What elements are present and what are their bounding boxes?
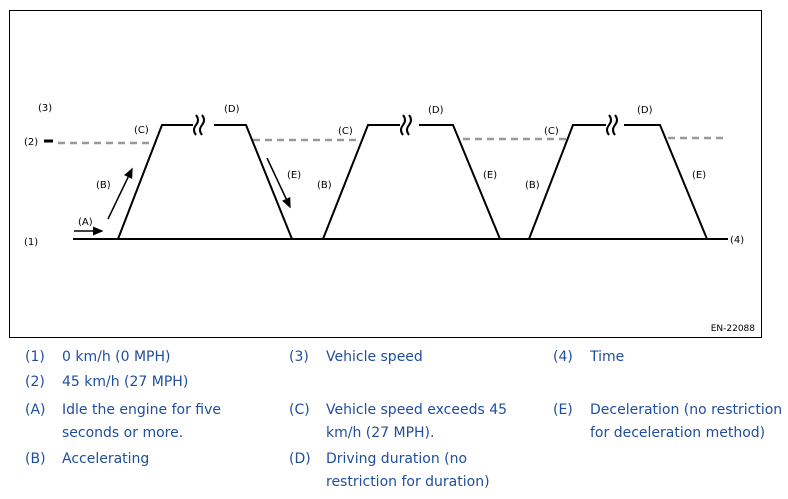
marker-speed-45: (2) xyxy=(24,137,38,148)
legend-key: (2) xyxy=(25,374,45,390)
accel-arrow xyxy=(107,167,133,220)
legend-text: Vehicle speed exceeds 45 km/h (27 MPH). xyxy=(326,402,508,441)
legend-key: (C) xyxy=(289,402,310,418)
legend-key: (A) xyxy=(25,402,46,418)
marker-c-3: (C) xyxy=(544,126,559,137)
marker-e-2: (E) xyxy=(483,170,497,181)
marker-b-2: (B) xyxy=(317,180,332,191)
legend-key: (3) xyxy=(289,349,309,365)
legend-key: (1) xyxy=(25,349,45,365)
marker-b-1: (B) xyxy=(96,180,111,191)
legend-text: Vehicle speed xyxy=(326,349,423,365)
legend-text: Idle the engine for five seconds or more… xyxy=(62,402,222,441)
legend-text: Deceleration (no restriction for deceler… xyxy=(590,402,783,441)
speed-profile-1 xyxy=(117,114,293,240)
marker-vehicle-speed: (3) xyxy=(38,103,52,114)
marker-d-2: (D) xyxy=(428,105,444,116)
speed-profile-3 xyxy=(528,114,708,240)
legend-key: (E) xyxy=(553,402,573,418)
diagram-canvas: (3) (2) (1) (4) (A) (B) (B) (B) (C) (C) … xyxy=(24,103,744,248)
marker-d-3: (D) xyxy=(637,105,653,116)
marker-time: (4) xyxy=(730,235,744,246)
marker-speed-zero: (1) xyxy=(24,237,38,248)
marker-e-3: (E) xyxy=(692,170,706,181)
marker-e-1: (E) xyxy=(287,170,301,181)
speed-time-diagram: (3) (2) (1) (4) (A) (B) (B) (B) (C) (C) … xyxy=(9,10,762,338)
marker-d-1: (D) xyxy=(224,104,240,115)
marker-c-1: (C) xyxy=(134,125,149,136)
legend-key: (D) xyxy=(289,451,311,467)
legend-key: (B) xyxy=(25,451,46,467)
marker-c-2: (C) xyxy=(338,126,353,137)
legend-text: Driving duration (no restriction for dur… xyxy=(326,451,490,490)
legend-text: Accelerating xyxy=(62,451,150,467)
threshold-line xyxy=(58,136,724,145)
decel-arrow xyxy=(266,157,291,209)
legend-key: (4) xyxy=(553,349,573,365)
legend-text: 45 km/h (27 MPH) xyxy=(62,374,189,390)
legend-text: Time xyxy=(590,349,625,365)
marker-a: (A) xyxy=(78,217,93,228)
legend-text: 0 km/h (0 MPH) xyxy=(62,349,171,365)
figure-id: EN-22088 xyxy=(710,324,755,334)
speed-profile-2 xyxy=(322,114,501,240)
marker-b-3: (B) xyxy=(525,180,540,191)
